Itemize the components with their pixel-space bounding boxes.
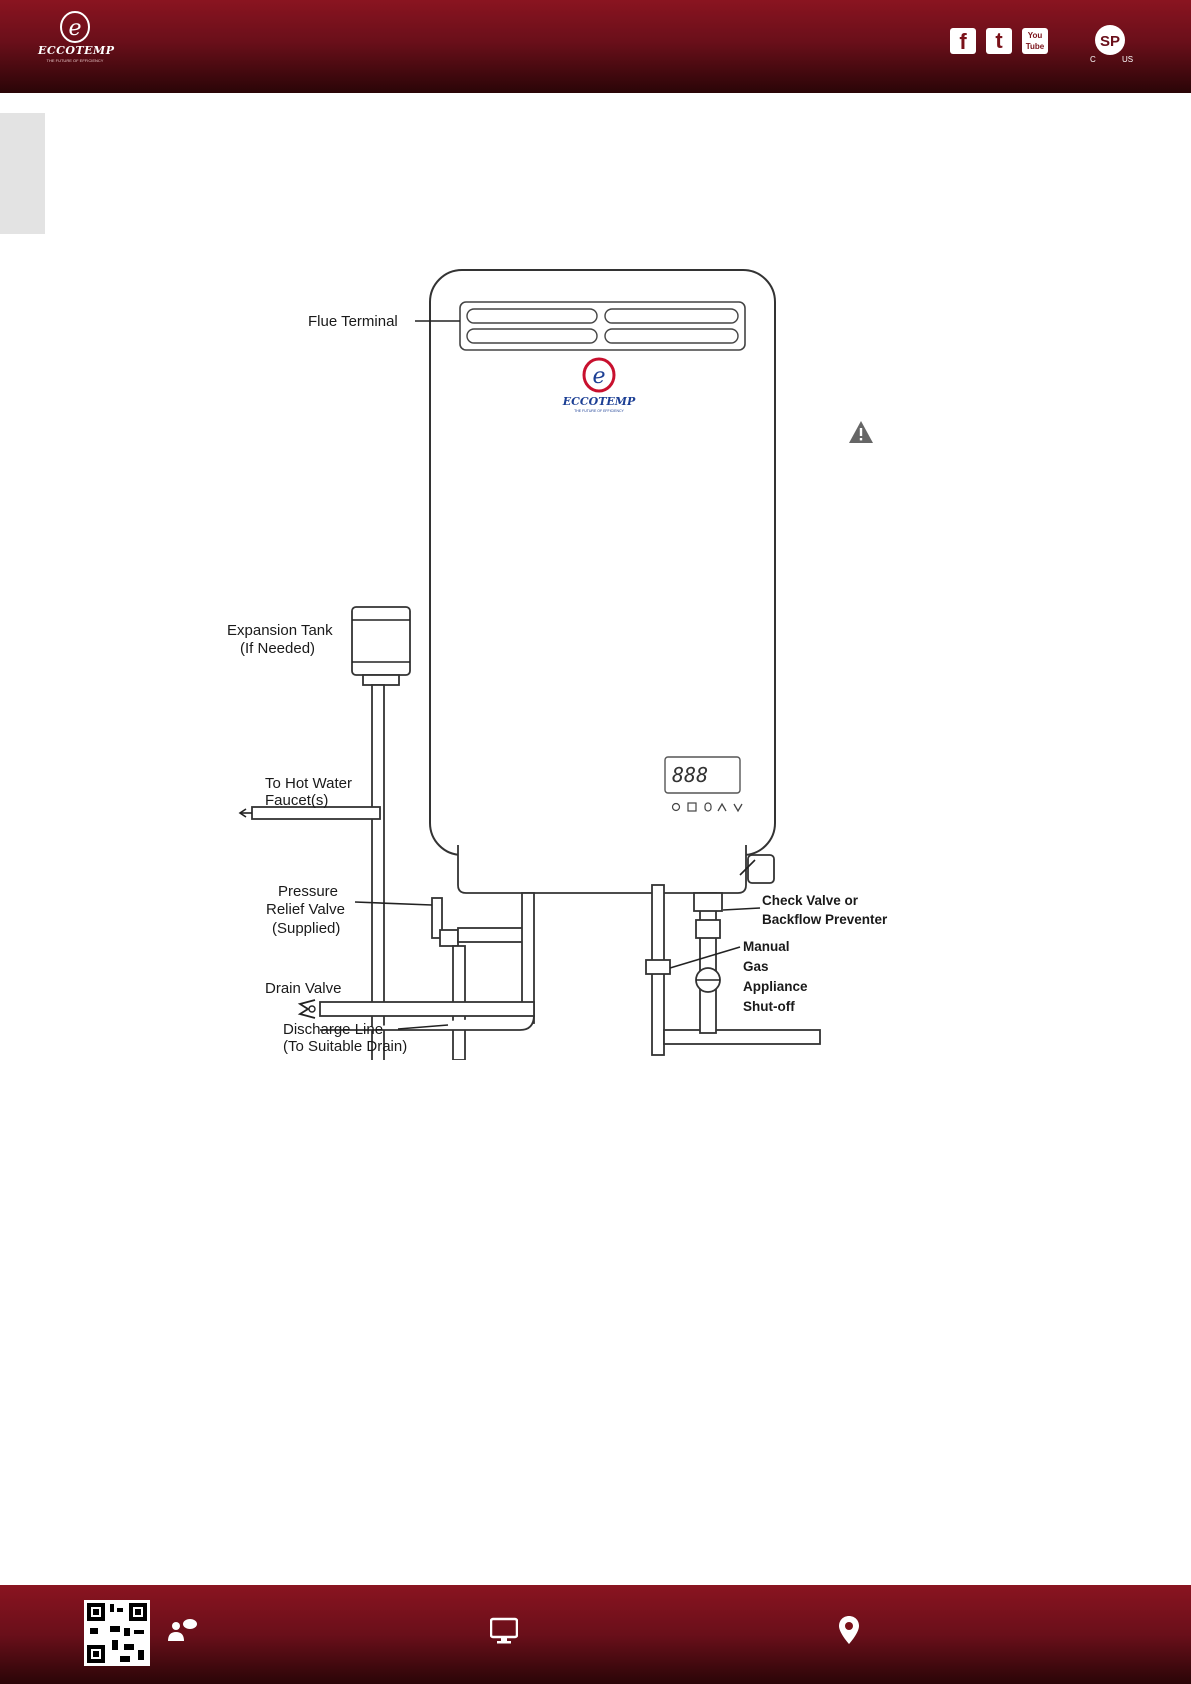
svg-text:e: e — [592, 364, 605, 389]
location-pin-icon[interactable] — [838, 1615, 860, 1645]
brand-tagline: THE FUTURE OF EFFICIENCY — [46, 58, 104, 63]
gas-label-4: Shut-off — [743, 999, 795, 1014]
side-tab — [0, 113, 45, 234]
expansion-tank — [351, 606, 411, 686]
monitor-icon[interactable] — [490, 1617, 518, 1645]
flue-terminal-label: Flue Terminal — [308, 313, 398, 330]
svg-text:US: US — [1122, 55, 1133, 64]
facebook-icon[interactable]: f — [950, 28, 976, 54]
check-valve — [693, 892, 723, 912]
twitter-icon[interactable]: t — [986, 28, 1012, 54]
svg-text:e: e — [68, 16, 81, 41]
brand-name: ECCOTEMP — [38, 44, 115, 57]
warning-icon — [849, 421, 873, 443]
gas-supply-pipe — [699, 892, 717, 1034]
discharge-label-1: Discharge Line — [283, 1021, 383, 1038]
youtube-icon[interactable]: You Tube — [1022, 28, 1048, 54]
expansion-tank-label-1: Expansion Tank — [227, 622, 333, 639]
unit-logo: e ECCOTEMP THE FUTURE OF EFFICIENCY — [562, 357, 636, 413]
check-valve-label-1: Check Valve or — [762, 893, 859, 908]
control-display: 888 — [664, 756, 743, 813]
prv-label-2: Relief Valve — [266, 901, 345, 918]
flue-terminal — [459, 301, 746, 351]
gas-label-3: Appliance — [743, 979, 808, 994]
expansion-tank-label-2: (If Needed) — [240, 640, 315, 657]
drain-valve — [297, 999, 316, 1019]
csa-certification-mark: SP C US — [1090, 22, 1140, 66]
vertical-supply-pipe — [371, 684, 385, 1060]
svg-text:THE FUTURE OF EFFICIENCY: THE FUTURE OF EFFICIENCY — [574, 409, 624, 413]
svg-text:ECCOTEMP: ECCOTEMP — [562, 395, 636, 408]
installation-diagram: Flue Terminal e ECCOTEMP THE FUTURE OF E… — [227, 269, 888, 1060]
header-bar: e ECCOTEMP THE FUTURE OF EFFICIENCY f t … — [0, 0, 1191, 93]
gas-inlet-fitting — [747, 854, 775, 884]
prv-label-3: (Supplied) — [272, 920, 340, 937]
gas-label-1: Manual — [743, 939, 790, 954]
eccotemp-logo[interactable]: e ECCOTEMP THE FUTURE OF EFFICIENCY — [38, 10, 115, 66]
qr-code-icon[interactable] — [84, 1600, 150, 1666]
drain-valve-label: Drain Valve — [265, 980, 341, 997]
gas-label-2: Gas — [743, 959, 769, 974]
hot-water-label-1: To Hot Water — [265, 775, 352, 792]
pressure-relief-valve — [431, 897, 459, 947]
hot-water-label-2: Faucet(s) — [265, 792, 328, 809]
check-valve-label-2: Backflow Preventer — [762, 912, 888, 927]
svg-text:C: C — [1090, 55, 1096, 64]
logo-e-icon: e — [60, 11, 90, 43]
discharge-label-2: (To Suitable Drain) — [283, 1038, 407, 1055]
footer-bar — [0, 1585, 1191, 1684]
prv-label-1: Pressure — [278, 883, 338, 900]
user-chat-icon[interactable] — [168, 1617, 198, 1643]
svg-text:SP: SP — [1100, 33, 1120, 50]
svg-text:888: 888 — [672, 763, 708, 787]
